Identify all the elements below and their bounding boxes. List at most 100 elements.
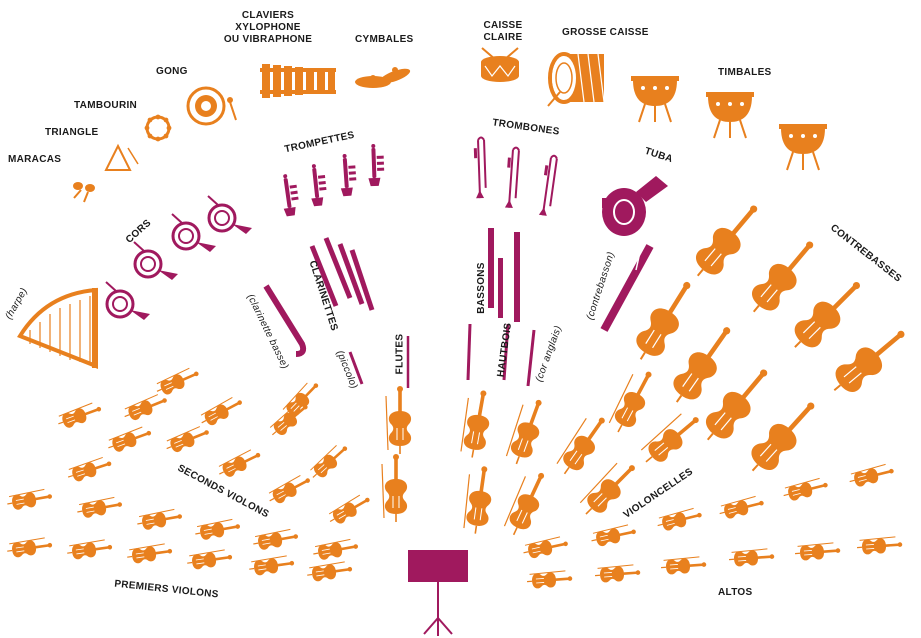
label-cymbales: CYMBALES: [355, 34, 414, 45]
label-tambourin: TAMBOURIN: [74, 100, 138, 111]
trombone-icon: [537, 153, 559, 218]
label-claviers: CLAVIERS XYLOPHONE OU VIBRAPHONE: [210, 10, 326, 46]
trombone-icon: [503, 145, 521, 210]
label-grosse-caisse: GROSSE CAISSE: [562, 27, 649, 38]
violin-icon: [55, 400, 105, 432]
violin-icon: [325, 491, 374, 529]
violin-icon: [279, 377, 324, 423]
viola-icon: [793, 541, 842, 562]
cor-anglais-icon: [526, 329, 536, 387]
gong-icon: [186, 86, 237, 126]
label-caisse-claire: CAISSE CLAIRE: [476, 20, 530, 44]
cello-icon: [605, 364, 661, 438]
violin-icon: [215, 446, 264, 482]
viola-icon: [727, 547, 776, 568]
viola-icon: [855, 535, 904, 556]
cello-icon: [385, 385, 412, 455]
label-caisse-claire-line1: CAISSE: [483, 20, 523, 31]
violin-icon: [185, 548, 234, 572]
viola-icon: [589, 523, 638, 549]
label-claviers-line1: CLAVIERS: [241, 10, 295, 21]
violin-icon: [5, 487, 54, 512]
bassoon-icon: [488, 228, 520, 322]
violin-icon: [75, 495, 124, 520]
violin-icon: [5, 536, 54, 560]
label-triangle: TRIANGLE: [45, 127, 99, 138]
violin-icon: [163, 423, 213, 457]
tuba-icon: [602, 176, 668, 236]
label-claviers-line2: XYLOPHONE: [235, 22, 301, 33]
violin-icon: [135, 507, 184, 532]
double-bass-icon: [627, 273, 703, 368]
bass-clarinet-icon: [263, 284, 307, 357]
double-bass-icon: [740, 392, 826, 482]
timpani-icon: [630, 75, 680, 123]
triangle-icon: [104, 143, 139, 171]
label-maracas: MARACAS: [8, 154, 62, 165]
french-horn-icon: [132, 240, 180, 282]
cymbals-icon: [355, 67, 411, 88]
bass-drum-icon: [547, 52, 605, 107]
violin-icon: [121, 391, 171, 425]
viola-icon: [781, 476, 830, 504]
double-bass-icon: [823, 319, 915, 403]
viola-icon: [525, 569, 574, 590]
cello-icon: [502, 394, 551, 469]
label-bassons: BASSONS: [475, 262, 487, 314]
cello-icon: [460, 463, 497, 536]
viola-icon: [847, 462, 896, 490]
oboe-icon: [466, 323, 510, 381]
violin-icon: [125, 542, 174, 566]
violin-icon: [307, 440, 353, 484]
harp-icon: [17, 287, 98, 369]
label-caisse-claire-line2: CLAIRE: [483, 32, 523, 43]
trumpet-icon: [367, 143, 385, 187]
viola-icon: [521, 535, 570, 561]
violin-icon: [311, 537, 360, 562]
double-bass-icon: [741, 231, 825, 323]
trumpet-icon: [338, 153, 358, 197]
timpani-icon: [778, 123, 828, 171]
cello-icon: [381, 453, 408, 523]
trombone-icon: [472, 135, 488, 200]
tambourine-icon: [144, 114, 172, 142]
violin-icon: [247, 554, 296, 578]
contrabassoon-icon: [600, 244, 654, 332]
violin-icon: [65, 455, 115, 485]
label-timbales: TIMBALES: [718, 67, 772, 78]
viola-icon: [659, 555, 708, 576]
cello-icon: [500, 466, 554, 541]
maracas-icon: [73, 182, 95, 203]
violin-icon: [251, 527, 300, 552]
piccolo-icon: [348, 351, 364, 385]
label-claviers-line3: OU VIBRAPHONE: [223, 34, 313, 45]
french-horn-icon: [104, 280, 152, 322]
timpani-icon: [705, 91, 755, 139]
label-flutes: FLUTES: [394, 333, 406, 375]
violin-icon: [265, 471, 314, 508]
snare-drum-icon: [481, 47, 519, 82]
violin-icon: [153, 365, 202, 399]
double-bass-icon: [783, 271, 871, 359]
cello-icon: [636, 406, 706, 471]
label-gong: GONG: [156, 66, 188, 77]
violin-icon: [65, 538, 114, 562]
violin-icon: [193, 517, 242, 542]
viola-icon: [593, 563, 642, 584]
conductor-stand-icon: [408, 550, 468, 636]
xylophone-icon: [260, 64, 336, 98]
double-bass-icon: [685, 195, 769, 287]
violin-icon: [197, 393, 246, 430]
clarinet-icon: [309, 237, 375, 311]
violin-icon: [305, 560, 354, 584]
french-horn-icon: [206, 194, 254, 236]
label-altos: ALTOS: [718, 587, 753, 598]
viola-icon: [717, 494, 766, 522]
trumpet-icon: [278, 172, 301, 217]
cello-icon: [552, 409, 614, 481]
violin-icon: [105, 424, 155, 456]
trumpet-icon: [307, 163, 329, 207]
cello-icon: [457, 387, 496, 461]
viola-icon: [655, 506, 704, 534]
